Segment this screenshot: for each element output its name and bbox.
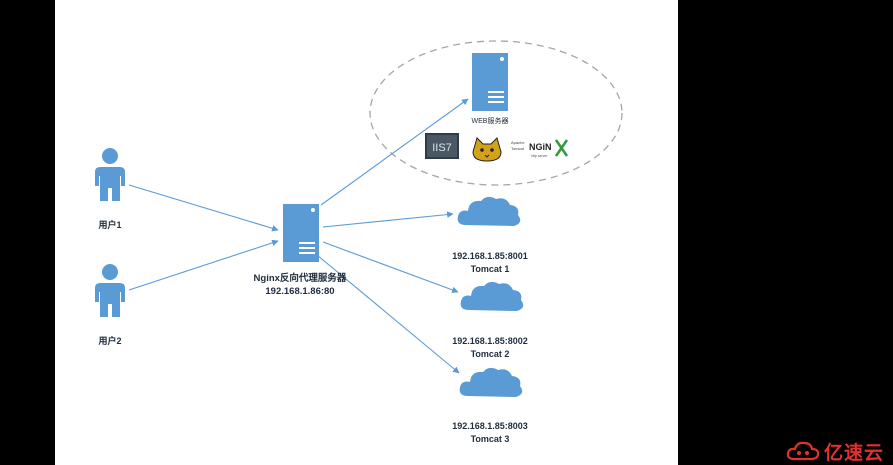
iis7-logo: IIS7 — [425, 133, 459, 159]
cloud-icon — [457, 196, 521, 226]
edge-proxy-tomcat2 — [322, 241, 459, 294]
edge-user2-proxy — [128, 239, 279, 291]
user1-label: 用户1 — [98, 220, 122, 230]
svg-text:IIS7: IIS7 — [432, 142, 452, 154]
diagram-canvas: IIS7 Apache Tomcat NGiN http server 用户1 … — [55, 0, 678, 465]
nginx-logo: NGiN http server — [529, 139, 569, 158]
svg-text:Apache: Apache — [511, 140, 525, 145]
edge-user1-proxy — [128, 184, 279, 232]
edge-proxy-tomcat3 — [316, 254, 460, 374]
svg-text:http server: http server — [531, 154, 548, 158]
cloud-logo-icon — [786, 441, 820, 461]
web-group-ellipse — [369, 40, 623, 186]
tomcat2-address: 192.168.1.85:8002 — [452, 336, 528, 346]
person-icon — [95, 148, 125, 201]
tomcat1-address: 192.168.1.85:8001 — [452, 251, 528, 261]
user2-label: 用户2 — [98, 336, 122, 346]
person-icon — [95, 264, 125, 317]
svg-text:NGiN: NGiN — [529, 142, 552, 152]
tomcat1-name: Tomcat 1 — [470, 264, 510, 274]
tomcat3-address: 192.168.1.85:8003 — [452, 421, 528, 431]
watermark-logo: 亿速云 — [786, 437, 893, 465]
edge-proxy-web — [320, 98, 469, 206]
proxy-label-name: Nginx反向代理服务器 — [253, 273, 347, 284]
watermark-text: 亿速云 — [824, 441, 885, 464]
tomcat2-name: Tomcat 2 — [470, 349, 510, 359]
tomcat-logo: Apache Tomcat — [472, 137, 525, 162]
proxy-label-address: 192.168.1.86:80 — [265, 286, 335, 297]
server-icon — [283, 204, 319, 262]
web-server-label: WEB服务器 — [471, 118, 509, 125]
cloud-icon — [460, 281, 524, 311]
edge-proxy-tomcat1 — [322, 211, 454, 228]
tomcat3-name: Tomcat 3 — [470, 434, 510, 444]
svg-text:Tomcat: Tomcat — [511, 146, 525, 151]
diagram-svg: IIS7 Apache Tomcat NGiN http server — [95, 40, 623, 397]
cloud-icon — [459, 367, 523, 397]
server-icon — [472, 53, 508, 111]
